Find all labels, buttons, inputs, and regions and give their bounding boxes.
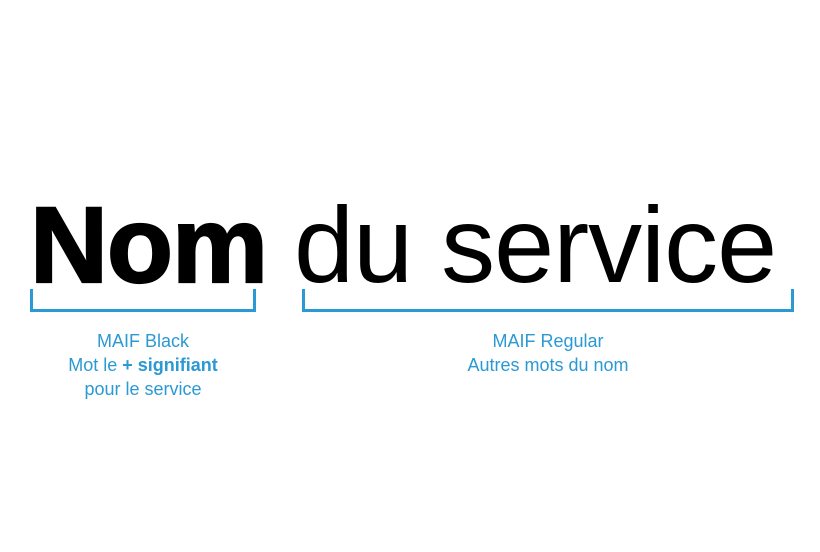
regular-font-usage-line: Autres mots du nom: [467, 355, 629, 375]
black-word-underbracket: [30, 289, 256, 312]
wordmark-significant-word: Nom: [29, 184, 269, 305]
black-font-annotation: MAIF Black Mot le + signifiant pour le s…: [23, 329, 263, 401]
regular-words-underbracket: [302, 289, 794, 312]
regular-font-annotation: MAIF Regular Autres mots du nom: [398, 329, 698, 377]
wordmark-secondary-words: du service: [294, 184, 777, 305]
regular-font-name-label: MAIF Regular: [492, 331, 604, 351]
black-font-name-label: MAIF Black: [96, 331, 189, 351]
black-font-usage-bold-text: + signifiant: [122, 355, 218, 375]
black-font-usage-line: Mot le + signifiant: [23, 353, 263, 377]
black-font-usage-regular-text: Mot le: [68, 355, 123, 375]
black-font-usage-line-3: pour le service: [84, 379, 202, 399]
